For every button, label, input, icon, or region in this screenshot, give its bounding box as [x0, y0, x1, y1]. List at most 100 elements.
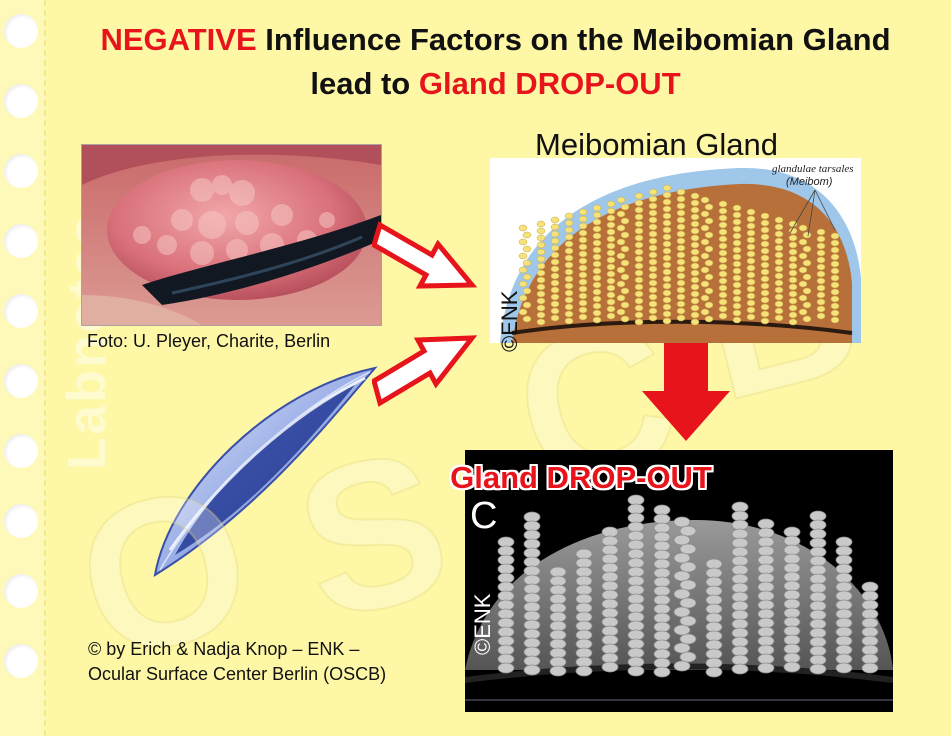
gland-acinus — [816, 270, 826, 278]
gland-acinus — [830, 295, 840, 303]
dropout-gland-segment — [627, 512, 645, 524]
dropout-gland-segment — [601, 616, 619, 628]
gland-acinus — [518, 266, 528, 274]
binder-hole — [4, 434, 38, 468]
gland-acinus — [690, 234, 700, 242]
dropout-gland-segment — [731, 519, 749, 531]
dropout-gland-segment — [601, 571, 619, 583]
gland-acinus — [830, 281, 840, 289]
gland-acinus — [760, 240, 770, 248]
dropout-gland-segment — [809, 663, 827, 675]
gland-acinus — [690, 206, 700, 214]
gland-acinus — [760, 233, 770, 241]
gland-acinus — [592, 239, 602, 247]
dropout-gland-segment — [731, 618, 749, 630]
gland-acinus — [704, 231, 714, 239]
gland-acinus — [592, 246, 602, 254]
gland-acinus — [774, 258, 784, 266]
gland-copyright-watermark: ©ENK — [497, 290, 522, 352]
dropout-gland-segment — [653, 531, 671, 543]
gland-acinus — [620, 287, 630, 295]
gland-acinus — [620, 273, 630, 281]
gland-acinus — [592, 267, 602, 275]
gland-acinus — [564, 261, 574, 269]
dropout-gland-segment — [835, 545, 853, 557]
gland-acinus — [816, 298, 826, 306]
gland-acinus — [578, 306, 588, 314]
gland-acinus — [830, 267, 840, 275]
dropout-gland-segment — [523, 610, 541, 622]
gland-acinus — [662, 282, 672, 290]
gland-acinus — [718, 221, 728, 229]
gland-acinus — [592, 295, 602, 303]
gland-acinus — [718, 242, 728, 250]
dropout-gland-segment — [653, 567, 671, 579]
gland-acinus — [718, 207, 728, 215]
dropout-gland-segment — [835, 644, 853, 656]
gland-acinus — [774, 223, 784, 231]
dropout-gland-segment — [549, 620, 567, 632]
gland-acinus — [732, 260, 742, 268]
gland-acinus — [718, 305, 728, 313]
gland-acinus — [564, 282, 574, 290]
dropout-gland-segment — [601, 634, 619, 646]
gland-acinus — [620, 231, 630, 239]
gland-acinus — [718, 214, 728, 222]
dropout-gland-segment — [497, 554, 515, 566]
binder-hole — [4, 364, 38, 398]
binder-hole — [4, 224, 38, 258]
gland-acinus — [690, 213, 700, 221]
dropout-gland-segment — [679, 597, 697, 609]
gland-acinus — [616, 196, 626, 204]
dropout-gland-segment — [653, 504, 671, 516]
dropout-gland-segment — [497, 644, 515, 656]
dropout-gland-segment — [861, 626, 879, 638]
gland-acinus — [760, 289, 770, 297]
gland-acinus — [802, 245, 812, 253]
gland-acinus — [690, 318, 700, 326]
gland-acinus — [718, 284, 728, 292]
gland-acinus — [550, 272, 560, 280]
gland-acinus — [550, 258, 560, 266]
dropout-gland-segment — [731, 609, 749, 621]
gland-acinus — [718, 291, 728, 299]
gland-acinus — [830, 232, 840, 240]
gland-acinus — [662, 296, 672, 304]
gland-acinus — [578, 222, 588, 230]
dropout-gland-segment — [627, 494, 645, 506]
dropout-gland-segment — [497, 608, 515, 620]
dropout-gland-segment — [757, 590, 775, 602]
gland-acinus — [802, 273, 812, 281]
binder-hole — [4, 84, 38, 118]
gland-acinus — [648, 300, 658, 308]
gland-acinus — [634, 241, 644, 249]
dropout-gland-segment — [705, 594, 723, 606]
contact-lens-illustration — [153, 366, 378, 578]
dropout-gland-segment — [549, 629, 567, 641]
dropout-gland-segment — [575, 620, 593, 632]
gland-acinus — [676, 279, 686, 287]
gland-acinus — [704, 245, 714, 253]
gland-acinus — [700, 252, 710, 260]
gland-acinus — [760, 219, 770, 227]
gland-acinus — [732, 267, 742, 275]
arrow-photo-to-gland — [372, 221, 478, 289]
dropout-gland-segment — [627, 530, 645, 542]
dropout-gland-segment — [653, 657, 671, 669]
dropout-gland-segment — [653, 603, 671, 615]
gland-acinus — [634, 283, 644, 291]
gland-acinus — [788, 318, 798, 326]
dropout-gland-segment — [601, 598, 619, 610]
gland-acinus — [774, 293, 784, 301]
dropout-gland-segment — [523, 565, 541, 577]
gland-acinus — [662, 247, 672, 255]
gland-acinus — [700, 210, 710, 218]
gland-acinus — [564, 212, 574, 220]
gland-acinus — [788, 269, 798, 277]
gland-acinus — [564, 303, 574, 311]
gland-acinus — [616, 294, 626, 302]
gland-acinus — [788, 283, 798, 291]
arrow-down-to-dropout — [642, 343, 730, 441]
gland-acinus — [606, 242, 616, 250]
gland-acinus — [592, 218, 602, 226]
